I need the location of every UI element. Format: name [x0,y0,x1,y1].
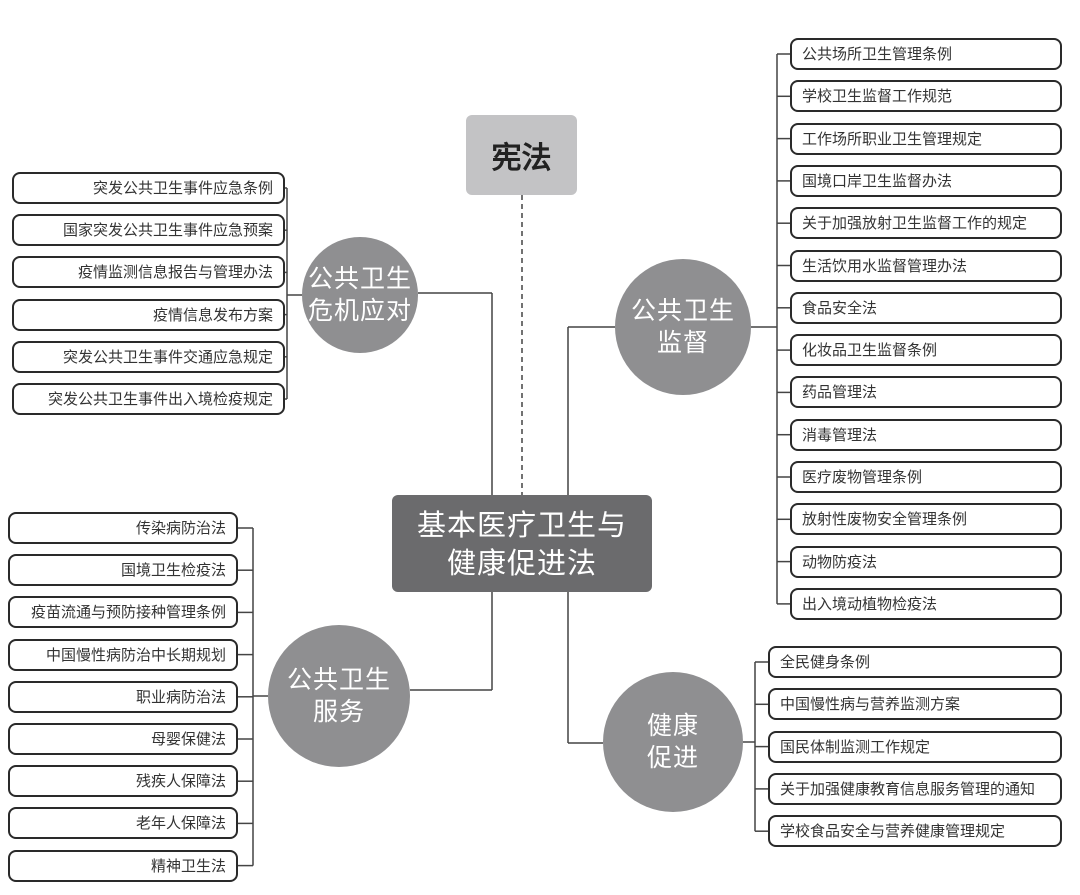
law-item: 全民健身条例 [768,646,1062,678]
law-item: 公共场所卫生管理条例 [790,38,1062,70]
law-item: 工作场所职业卫生管理规定 [790,122,1062,155]
law-item: 生活饮用水监督管理办法 [790,249,1062,282]
branch-label: 监督 [656,328,709,357]
central-law-node: 基本医疗卫生与 健康促进法 [392,495,652,592]
law-item: 食品安全法 [790,291,1062,324]
branch-label: 促进 [646,743,699,772]
law-item: 化妆品卫生监督条例 [790,334,1062,367]
law-item: 学校卫生监督工作规范 [790,80,1062,113]
law-item: 疫情信息发布方案 [12,298,285,331]
law-item: 传染病防治法 [8,512,238,544]
branch-label: 公共卫生 [286,665,391,694]
law-item: 消毒管理法 [790,418,1062,451]
law-item: 国民体制监测工作规定 [768,730,1062,763]
law-item: 残疾人保障法 [8,765,238,798]
law-item: 动物防疫法 [790,545,1062,578]
law-item: 职业病防治法 [8,680,238,713]
branch-node-supervision: 公共卫生监督 [615,259,751,395]
constitution-label: 宪法 [491,141,552,176]
law-item: 中国慢性病防治中长期规划 [8,638,238,671]
branch-label: 健康 [646,711,699,740]
law-item: 突发公共卫生事件交通应急规定 [12,340,285,373]
law-item: 母婴保健法 [8,723,238,755]
law-item: 老年人保障法 [8,807,238,840]
branch-label: 公共卫生 [307,264,412,293]
branch-node-promotion: 健康促进 [603,672,743,812]
central-law-line2: 健康促进法 [446,545,597,580]
law-item: 国境口岸卫生监督办法 [790,164,1062,197]
branch-label: 公共卫生 [630,296,735,325]
law-item: 中国慢性病与营养监测方案 [768,688,1062,721]
law-item: 精神卫生法 [8,849,238,882]
law-item: 放射性废物安全管理条例 [790,503,1062,536]
law-item: 疫苗流通与预防接种管理条例 [8,596,238,629]
law-item: 国境卫生检疫法 [8,554,238,587]
branch-label: 危机应对 [307,296,412,325]
law-item: 疫情监测信息报告与管理办法 [12,256,285,289]
law-item: 突发公共卫生事件应急条例 [12,172,285,204]
branch-node-service: 公共卫生服务 [268,625,410,767]
law-item: 关于加强放射卫生监督工作的规定 [790,207,1062,240]
law-item: 国家突发公共卫生事件应急预案 [12,214,285,247]
law-item: 突发公共卫生事件出入境检疫规定 [12,383,285,415]
law-item: 医疗废物管理条例 [790,461,1062,493]
law-item: 关于加强健康教育信息服务管理的通知 [768,772,1062,805]
law-item: 药品管理法 [790,376,1062,409]
law-item: 学校食品安全与营养健康管理规定 [768,815,1062,848]
branch-label: 服务 [312,697,365,726]
central-law-line1: 基本医疗卫生与 [416,507,627,542]
constitution-node: 宪法 [466,115,577,195]
branch-node-crisis: 公共卫生危机应对 [302,237,418,353]
law-item: 出入境动植物检疫法 [790,587,1062,620]
